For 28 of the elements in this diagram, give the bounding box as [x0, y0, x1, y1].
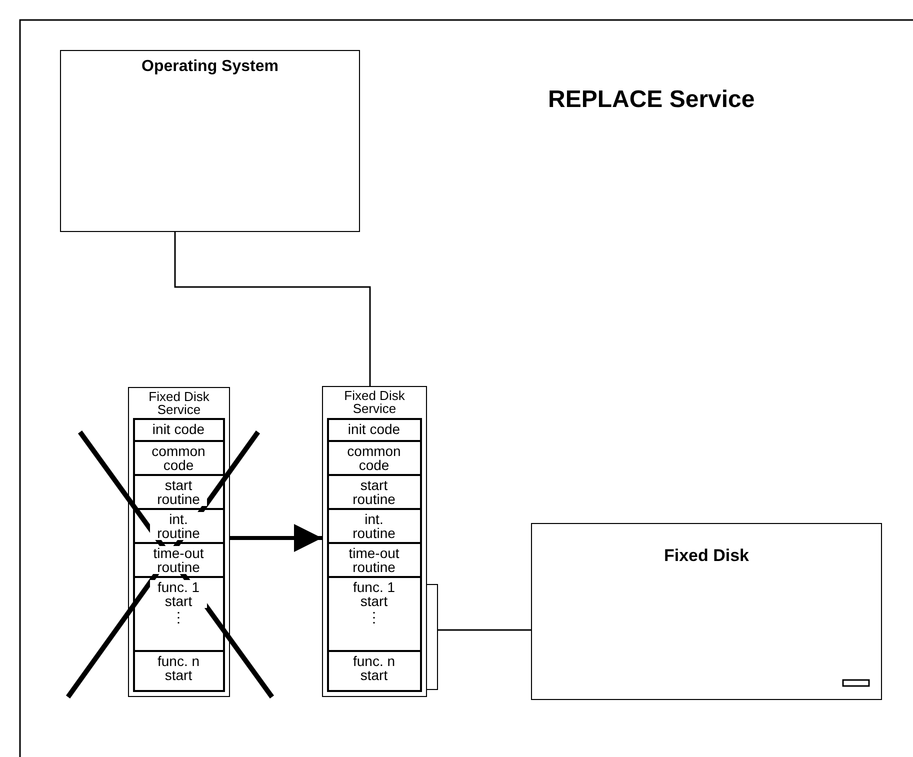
segment-label: int. routine [150, 512, 207, 540]
connector [438, 629, 531, 631]
code-segment [326, 508, 422, 544]
code-segment [326, 650, 422, 692]
code-segment [132, 576, 224, 652]
box-title: Operating System [140, 57, 280, 76]
code-segment [326, 474, 422, 510]
code-segment [326, 542, 422, 578]
connector [230, 524, 322, 552]
connector-tab [426, 584, 438, 690]
service-stack [322, 386, 427, 697]
service-stack [128, 387, 230, 697]
connector [174, 232, 371, 386]
diagram-title: REPLACE Service [548, 86, 755, 114]
code-segment [326, 576, 422, 652]
segment-label: init code [348, 422, 400, 436]
segment-label: func. 1 start [150, 580, 207, 608]
segment-label: time-out routine [346, 546, 402, 574]
code-segment [132, 650, 224, 692]
box-title: Fixed Disk [662, 546, 750, 566]
segment-label: init code [152, 422, 205, 436]
system-box [60, 50, 360, 232]
segment-label: time-out routine [150, 546, 207, 574]
code-segment [132, 418, 224, 442]
code-segment [326, 440, 422, 476]
code-segment [132, 542, 224, 578]
code-segment [326, 418, 422, 442]
code-segment [132, 440, 224, 476]
